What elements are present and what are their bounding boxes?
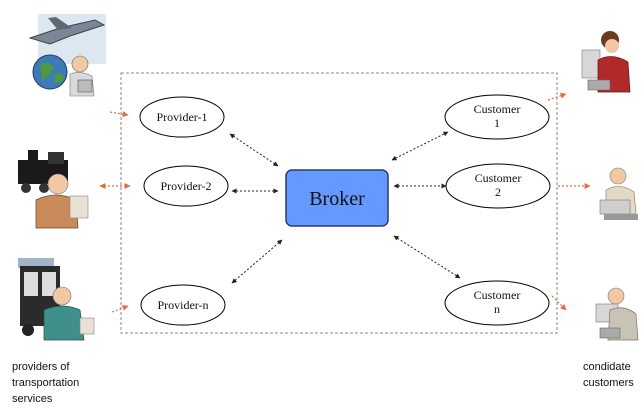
truck-person-icon (18, 258, 95, 341)
customer-label-line2: 2 (495, 185, 501, 199)
customers-caption: condidate customers (583, 361, 634, 389)
customer-node: Customer n (444, 280, 550, 326)
customer-label-line1: Customer (474, 102, 521, 116)
woman-computer-icon (581, 31, 631, 93)
external-arrow-customer-n (551, 295, 567, 311)
provider-node: Provider-1 (139, 96, 225, 138)
system-boundary (120, 72, 558, 334)
external-arrow-provider-1 (109, 111, 129, 118)
external-arrow-provider-n (111, 305, 129, 313)
external-links (99, 92, 591, 313)
connector-provider-n (231, 239, 283, 284)
provider-label: Provider-n (157, 298, 208, 312)
train-person-icon (18, 150, 89, 229)
customer-node: Customer 1 (444, 94, 550, 140)
customer-label-line2: n (494, 302, 500, 316)
connector-customer-1 (391, 131, 449, 161)
person-computer-icon (595, 287, 639, 341)
customer-label-line2: 1 (494, 116, 500, 130)
provider-node: Provider-2 (143, 165, 229, 207)
customer-label-line1: Customer (475, 171, 522, 185)
provider-node: Provider-n (140, 284, 226, 326)
provider-label: Provider-1 (156, 110, 207, 124)
airplane-globe-icon (28, 14, 106, 97)
connector-provider-1 (229, 133, 279, 167)
customer-node: Customer 2 (445, 163, 551, 209)
provider-label: Provider-2 (160, 179, 211, 193)
broker-connectors (229, 131, 461, 284)
external-arrow-customer-1 (547, 92, 567, 101)
broker-label: Broker (309, 188, 365, 210)
providers-caption: providers of transportation services (12, 361, 80, 405)
broker-node: Broker (285, 169, 389, 227)
customer-label-line1: Customer (474, 288, 521, 302)
connector-customer-n (393, 235, 461, 279)
man-computer-icon (599, 167, 638, 220)
